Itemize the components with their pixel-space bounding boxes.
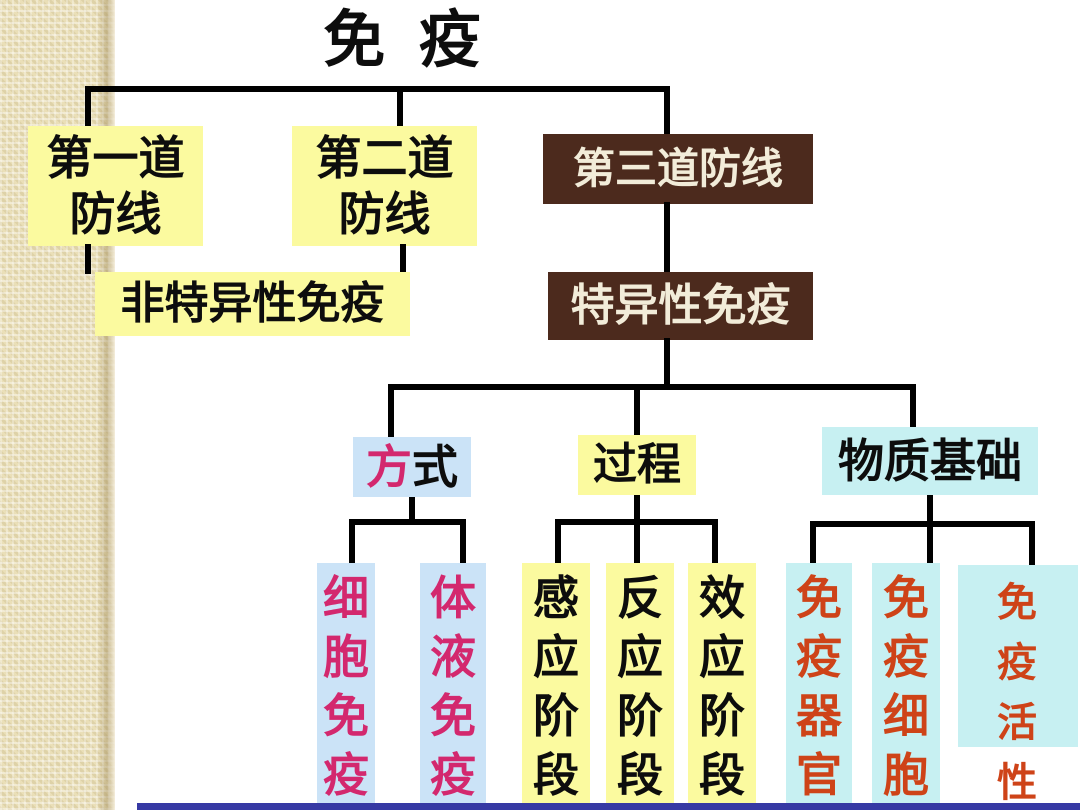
node-immunoactive-substances: 免疫活性物质: [958, 565, 1078, 806]
connector-line: [634, 384, 640, 437]
connector-line: [1029, 521, 1035, 565]
node-immune-cells: 免疫细胞: [872, 563, 940, 803]
connector-line: [85, 244, 91, 274]
connector-line: [388, 384, 916, 390]
connector-line: [634, 495, 640, 523]
connector-line: [664, 86, 670, 138]
node-method: 方式: [353, 437, 471, 497]
connector-line: [810, 521, 1035, 527]
connector-line: [555, 519, 561, 565]
node-method-highlight: 方: [366, 439, 412, 494]
node-humoral-immunity: 体液免疫: [420, 563, 486, 803]
node-induction-stage: 感应阶段: [522, 563, 590, 803]
connector-line: [634, 519, 640, 565]
connector-line: [349, 519, 466, 525]
node-third-defense: 第三道防线: [543, 134, 813, 204]
node-nonspecific-immunity: 非特异性免疫: [95, 272, 410, 336]
connector-line: [664, 202, 670, 274]
node-material-basis: 物质基础: [822, 427, 1038, 495]
page-title: 免 疫: [323, 3, 487, 76]
connector-line: [810, 521, 816, 565]
connector-line: [460, 519, 466, 565]
connector-line: [400, 244, 406, 274]
connector-line: [910, 384, 916, 429]
connector-line: [349, 519, 355, 565]
connector-line: [388, 384, 394, 439]
node-immune-organs: 免疫器官: [786, 563, 852, 803]
node-method-rest: 式: [412, 439, 458, 494]
node-induction-label: 感应阶段: [533, 571, 579, 802]
connector-line: [85, 86, 91, 130]
bottom-blue-line: [137, 803, 1080, 810]
node-first-defense: 第一道 防线: [28, 126, 203, 246]
node-cellular-immunity: 细胞免疫: [317, 563, 375, 803]
node-reaction-stage: 反应阶段: [606, 563, 674, 803]
connector-line: [85, 86, 670, 92]
node-effect-label: 效应阶段: [699, 571, 745, 802]
node-humoral-label: 体液免疫: [430, 571, 476, 802]
connector-line: [397, 86, 403, 130]
node-immune-cells-label: 免疫细胞: [883, 571, 929, 802]
stripe-shadow-edge: [97, 0, 115, 810]
node-specific-immunity: 特异性免疫: [548, 272, 813, 340]
connector-line: [664, 338, 670, 388]
node-reaction-label: 反应阶段: [617, 571, 663, 802]
connector-line: [927, 521, 933, 565]
node-second-defense: 第二道 防线: [292, 126, 477, 246]
connector-line: [409, 497, 415, 525]
node-process: 过程: [578, 435, 696, 495]
node-cellular-label: 细胞免疫: [323, 571, 369, 802]
left-texture-stripe: [0, 0, 115, 810]
connector-line: [927, 495, 933, 527]
node-effect-stage: 效应阶段: [688, 563, 756, 803]
connector-line: [712, 519, 718, 565]
node-immunoactive-label: 免疫活性物质: [997, 579, 1039, 806]
node-immune-organs-label: 免疫器官: [796, 571, 842, 802]
